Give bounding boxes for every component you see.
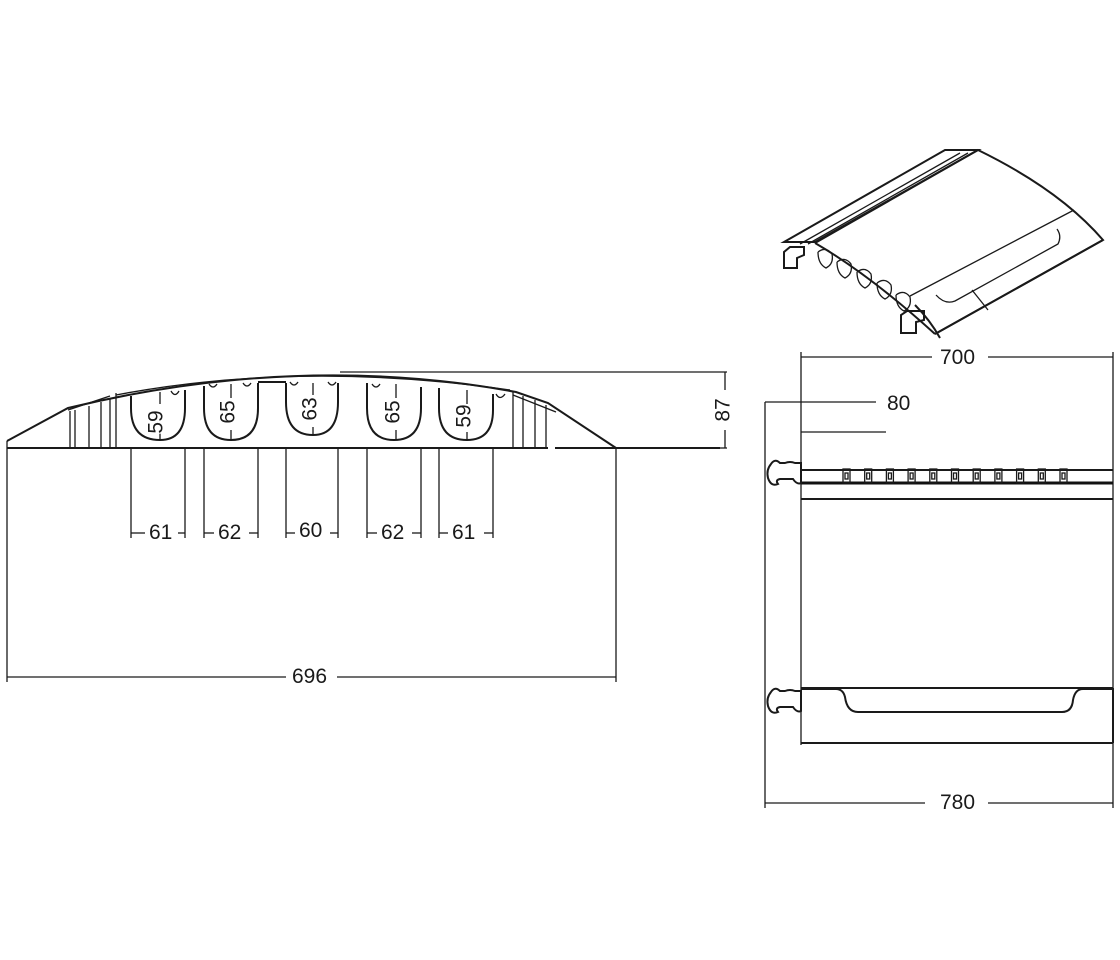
vent-slot (929, 468, 938, 484)
top-view (764, 352, 1114, 808)
top-view-length-label: 700 (936, 347, 980, 369)
channel-width-dimensions (130, 448, 494, 538)
channel-2 (203, 383, 259, 442)
side-section-view (6, 371, 727, 682)
channel-3 (258, 381, 339, 437)
total-length-label: 780 (936, 792, 980, 814)
vent-slot (842, 468, 851, 484)
vent-slot (864, 468, 873, 484)
vent-slot (885, 468, 895, 484)
vent-slots (842, 468, 1068, 484)
vent-slot (972, 468, 981, 484)
channel-5-width: 61 (448, 522, 480, 544)
channel-2-height: 65 (216, 400, 240, 424)
left-ribs (67, 393, 117, 448)
channel-5 (438, 388, 494, 442)
height-label: 87 (711, 396, 735, 424)
vent-slot (1059, 468, 1068, 484)
height-dimension (340, 371, 727, 449)
vent-slot (1015, 468, 1025, 484)
channel-3-width: 60 (295, 520, 327, 542)
channel-2-width: 62 (214, 522, 246, 544)
connector-hook-top (766, 459, 802, 486)
channel-3-height: 63 (298, 397, 322, 421)
vent-slot (950, 468, 960, 484)
vent-slot (907, 468, 916, 484)
overall-width-label: 696 (288, 666, 332, 688)
channel-4-height: 65 (381, 400, 405, 424)
overall-width-dimension (6, 448, 617, 682)
right-ribs (512, 392, 557, 448)
vent-slot (994, 468, 1003, 484)
isometric-view (780, 148, 1105, 339)
channel-4 (366, 383, 422, 442)
channel-4-width: 62 (377, 522, 409, 544)
channel-5-height: 59 (452, 404, 476, 428)
iso-channel-openings (817, 248, 912, 312)
channel-1-width: 61 (145, 522, 177, 544)
connector-hook-bottom (766, 687, 802, 714)
connector-offset-label: 80 (883, 393, 915, 415)
channel-1-height: 59 (144, 410, 168, 434)
vent-slot (1037, 468, 1046, 484)
